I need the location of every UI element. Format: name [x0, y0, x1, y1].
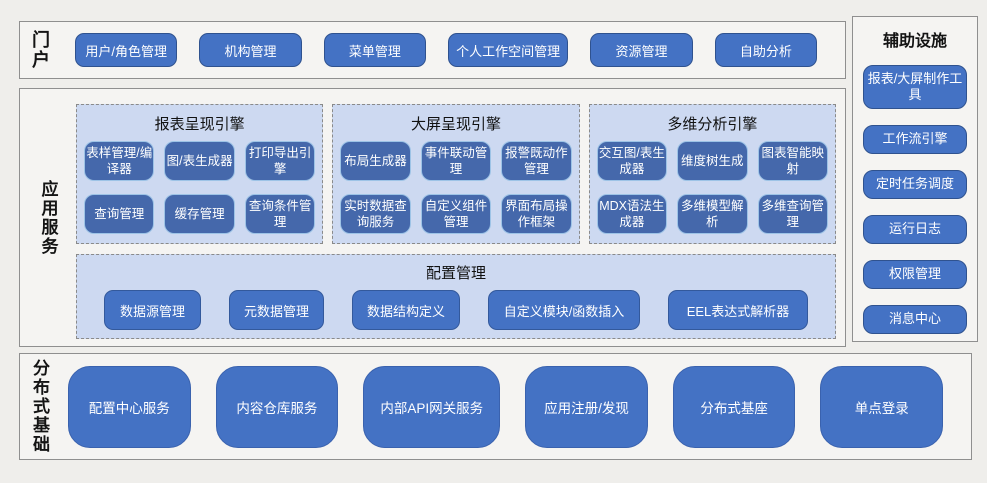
internal-api-gateway-service-button[interactable]: 内部API网关服务: [363, 365, 501, 448]
app-services-section: 应用服务 报表呈现引擎 表样管理/编译器 图/表生成器 打印导出引擎 查询管理 …: [19, 88, 846, 347]
foundation-section: 分布式基础 配置中心服务 内容仓库服务 内部API网关服务 应用注册/发现 分布…: [19, 353, 972, 460]
self-service-analysis-button[interactable]: 自助分析: [714, 33, 818, 67]
dimension-tree-generation-button[interactable]: 维度树生成: [677, 141, 748, 181]
query-condition-management-button[interactable]: 查询条件管理: [244, 194, 316, 234]
workflow-engine-button[interactable]: 工作流引擎: [863, 125, 967, 154]
foundation-section-label: 分布式基础: [30, 359, 49, 454]
resource-management-button[interactable]: 资源管理: [590, 33, 693, 67]
foundation-button-row: 配置中心服务 内容仓库服务 内部API网关服务 应用注册/发现 分布式基座 单点…: [68, 365, 944, 448]
config-management-panel: 配置管理 数据源管理 元数据管理 数据结构定义 自定义模块/函数插入 EEL表达…: [76, 254, 836, 339]
custom-component-management-button[interactable]: 自定义组件管理: [420, 194, 492, 234]
query-management-button[interactable]: 查询管理: [84, 194, 155, 234]
olap-engine-panel: 多维分析引擎 交互图/表生成器 维度树生成 图表智能映射 MDX语法生成器 多维…: [588, 104, 836, 244]
olap-engine-grid: 交互图/表生成器 维度树生成 图表智能映射 MDX语法生成器 多维模型解析 多维…: [596, 141, 828, 234]
app-registration-discovery-button[interactable]: 应用注册/发现: [525, 365, 648, 448]
run-logs-button[interactable]: 运行日志: [863, 215, 967, 244]
app-services-label-col: 应用服务: [20, 89, 76, 346]
custom-module-function-insert-button[interactable]: 自定义模块/函数插入: [488, 290, 640, 330]
dashboard-engine-panel: 大屏呈现引擎 布局生成器 事件联动管理 报警既动作管理 实时数据查询服务 自定义…: [332, 104, 580, 244]
metadata-management-button[interactable]: 元数据管理: [229, 290, 324, 330]
config-center-service-button[interactable]: 配置中心服务: [68, 365, 191, 448]
event-linkage-management-button[interactable]: 事件联动管理: [420, 141, 492, 181]
aux-facilities-section-label: 辅助设施: [882, 33, 947, 50]
portal-button-row: 用户/角色管理 机构管理 菜单管理 个人工作空间管理 资源管理 自助分析: [75, 33, 818, 67]
multidim-model-parsing-button[interactable]: 多维模型解析: [677, 194, 748, 234]
report-engine-grid: 表样管理/编译器 图/表生成器 打印导出引擎 查询管理 缓存管理 查询条件管理: [84, 141, 316, 234]
cache-management-button[interactable]: 缓存管理: [164, 194, 235, 234]
olap-engine-title: 多维分析引擎: [667, 116, 758, 133]
chart-smart-mapping-button[interactable]: 图表智能映射: [757, 141, 828, 181]
interactive-chart-generator-button[interactable]: 交互图/表生成器: [596, 141, 668, 181]
menu-management-button[interactable]: 菜单管理: [323, 33, 426, 67]
message-center-button[interactable]: 消息中心: [863, 305, 967, 334]
aux-facilities-section: 辅助设施 报表/大屏制作工具 工作流引擎 定时任务调度 运行日志 权限管理 消息…: [852, 16, 978, 342]
org-management-button[interactable]: 机构管理: [199, 33, 302, 67]
realtime-data-query-service-button[interactable]: 实时数据查询服务: [340, 194, 411, 234]
app-services-section-label: 应用服务: [38, 179, 58, 256]
single-sign-on-button[interactable]: 单点登录: [820, 365, 944, 448]
portal-section-label: 门户: [30, 30, 50, 70]
report-engine-title: 报表呈现引擎: [154, 116, 245, 133]
user-role-management-button[interactable]: 用户/角色管理: [75, 33, 178, 67]
permission-management-button[interactable]: 权限管理: [863, 260, 967, 289]
config-management-title: 配置管理: [425, 265, 486, 282]
engine-panels-row: 报表呈现引擎 表样管理/编译器 图/表生成器 打印导出引擎 查询管理 缓存管理 …: [76, 104, 836, 244]
print-export-engine-button[interactable]: 打印导出引擎: [244, 141, 316, 181]
alarm-action-management-button[interactable]: 报警既动作管理: [501, 141, 572, 181]
aux-button-list: 报表/大屏制作工具 工作流引擎 定时任务调度 运行日志 权限管理 消息中心: [863, 65, 967, 334]
app-services-content: 报表呈现引擎 表样管理/编译器 图/表生成器 打印导出引擎 查询管理 缓存管理 …: [76, 89, 845, 346]
personal-workspace-management-button[interactable]: 个人工作空间管理: [447, 33, 569, 67]
dashboard-engine-title: 大屏呈现引擎: [410, 116, 501, 133]
scheduled-task-scheduler-button[interactable]: 定时任务调度: [863, 170, 967, 199]
layout-generator-button[interactable]: 布局生成器: [340, 141, 411, 181]
content-repo-service-button[interactable]: 内容仓库服务: [215, 365, 339, 448]
eel-expression-parser-button[interactable]: EEL表达式解析器: [668, 290, 808, 330]
mdx-syntax-generator-button[interactable]: MDX语法生成器: [596, 194, 668, 234]
template-mgmt-compiler-button[interactable]: 表样管理/编译器: [84, 141, 155, 181]
data-structure-definition-button[interactable]: 数据结构定义: [352, 290, 460, 330]
datasource-management-button[interactable]: 数据源管理: [104, 290, 201, 330]
config-button-row: 数据源管理 元数据管理 数据结构定义 自定义模块/函数插入 EEL表达式解析器: [104, 290, 808, 330]
report-dashboard-design-tool-button[interactable]: 报表/大屏制作工具: [863, 65, 967, 109]
report-engine-panel: 报表呈现引擎 表样管理/编译器 图/表生成器 打印导出引擎 查询管理 缓存管理 …: [76, 104, 324, 244]
ui-layout-framework-button[interactable]: 界面布局操作框架: [501, 194, 572, 234]
multidim-query-management-button[interactable]: 多维查询管理: [757, 194, 828, 234]
portal-section: 门户 用户/角色管理 机构管理 菜单管理 个人工作空间管理 资源管理 自助分析: [19, 21, 846, 79]
distributed-base-button[interactable]: 分布式基座: [672, 365, 796, 448]
chart-table-generator-button[interactable]: 图/表生成器: [164, 141, 235, 181]
dashboard-engine-grid: 布局生成器 事件联动管理 报警既动作管理 实时数据查询服务 自定义组件管理 界面…: [340, 141, 572, 234]
